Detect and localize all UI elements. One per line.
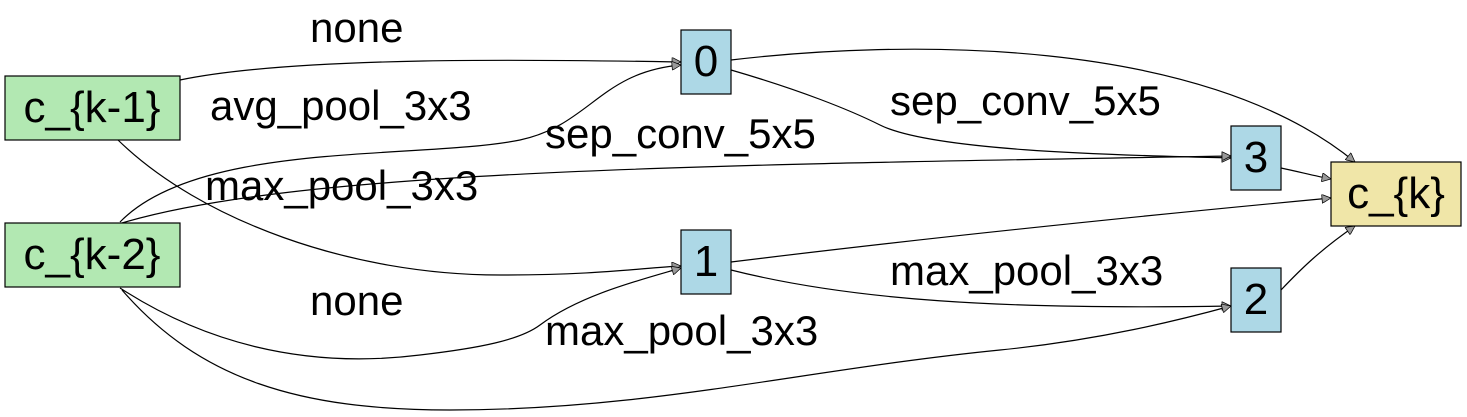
node-ck1: c_{k-1} xyxy=(4,75,181,141)
edge-label-ck1-to-0: none xyxy=(310,4,403,51)
edge-label-ck2-to-1: none xyxy=(310,277,403,324)
edge-label-ck1-to-1: sep_conv_5x5 xyxy=(545,110,816,157)
node-ck2-box xyxy=(4,222,181,288)
edge-1-to-2 xyxy=(730,269,1231,307)
node-0: 0 xyxy=(680,29,732,95)
node-2: 2 xyxy=(1230,267,1282,333)
node-1-box xyxy=(680,229,732,295)
node-ck2-label: c_{k-2} xyxy=(24,230,161,279)
node-1-label: 1 xyxy=(694,237,718,286)
edge-ck2-to-3 xyxy=(121,156,1231,224)
edge-3-to-ck xyxy=(1280,167,1331,179)
edge-label-n1-to-2: max_pool_3x3 xyxy=(890,247,1163,294)
edge-ck1-to-1 xyxy=(117,139,681,276)
edge-0-to-3 xyxy=(730,69,1231,158)
node-ck1-label: c_{k-1} xyxy=(24,83,161,132)
node-0-box xyxy=(680,29,732,95)
node-3-box xyxy=(1230,125,1282,191)
edge-ck2-to-1 xyxy=(119,268,681,360)
node-0-label: 0 xyxy=(694,37,718,86)
edge-ck1-to-0 xyxy=(179,60,681,81)
edge-label-ck2-to-2: max_pool_3x3 xyxy=(545,307,818,354)
edge-ck2-to-0 xyxy=(119,65,681,223)
node-ck: c_{k} xyxy=(1330,161,1462,227)
edge-0-to-ck xyxy=(730,48,1355,162)
edge-ck2-to-2 xyxy=(121,289,1231,411)
node-3-label: 3 xyxy=(1244,133,1268,182)
edge-label-ck2-to-0: avg_pool_3x3 xyxy=(210,82,472,129)
node-3: 3 xyxy=(1230,125,1282,191)
edge-label-n0-to-3: sep_conv_5x5 xyxy=(890,77,1161,124)
node-ck1-box xyxy=(4,75,181,141)
node-2-label: 2 xyxy=(1244,275,1268,324)
edge-1-to-ck xyxy=(730,198,1331,263)
node-ck-label: c_{k} xyxy=(1347,169,1445,218)
node-1: 1 xyxy=(680,229,732,295)
edge-label-ck2-to-3: max_pool_3x3 xyxy=(205,162,478,209)
node-ck2: c_{k-2} xyxy=(4,222,181,288)
node-2-box xyxy=(1230,267,1282,333)
node-ck-box xyxy=(1330,161,1462,227)
edge-2-to-ck xyxy=(1280,225,1355,291)
